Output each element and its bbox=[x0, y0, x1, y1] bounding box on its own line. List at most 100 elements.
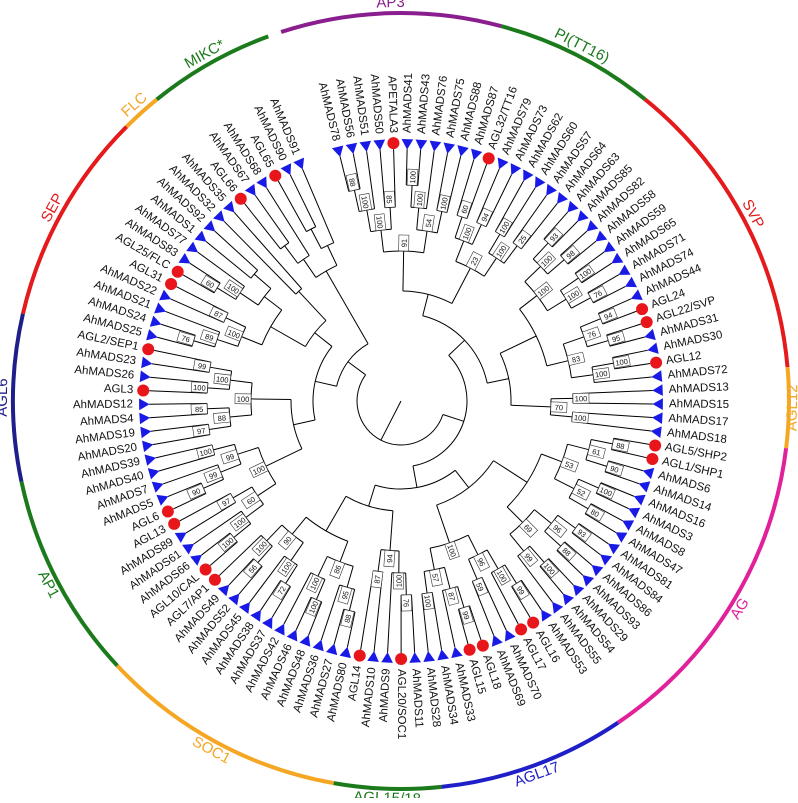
svg-text:85: 85 bbox=[195, 405, 204, 414]
branch-segment bbox=[550, 415, 572, 417]
branch-segment bbox=[613, 350, 648, 357]
peanut-gene-marker bbox=[494, 158, 509, 172]
svg-text:88: 88 bbox=[217, 413, 226, 423]
svg-text:99: 99 bbox=[197, 361, 207, 371]
peanut-gene-marker bbox=[186, 242, 201, 258]
branch-segment bbox=[154, 350, 211, 362]
reference-gene-marker bbox=[483, 152, 495, 164]
branch-segment bbox=[412, 595, 415, 653]
branch-segment bbox=[266, 449, 302, 466]
reference-gene-marker bbox=[527, 617, 539, 629]
branch-segment bbox=[541, 454, 562, 462]
peanut-gene-marker bbox=[326, 642, 340, 655]
reference-gene-marker bbox=[172, 266, 184, 278]
peanut-gene-marker bbox=[239, 599, 255, 614]
peanut-gene-marker bbox=[652, 398, 663, 410]
peanut-gene-marker bbox=[373, 140, 386, 151]
branch-segment bbox=[206, 241, 251, 278]
branch-segment bbox=[251, 399, 291, 400]
peanut-gene-marker bbox=[139, 412, 150, 424]
peanut-gene-marker bbox=[612, 527, 627, 542]
bootstrap-value: 89 bbox=[200, 330, 218, 345]
branch-segment bbox=[161, 324, 195, 335]
reference-gene-marker bbox=[200, 563, 212, 575]
peanut-gene-marker bbox=[256, 176, 271, 191]
peanut-gene-marker bbox=[346, 143, 359, 155]
reference-gene-marker bbox=[209, 574, 221, 586]
branch-segment bbox=[567, 444, 588, 450]
branch-segment bbox=[257, 484, 275, 496]
peanut-gene-marker bbox=[619, 515, 634, 530]
peanut-gene-marker bbox=[422, 650, 435, 662]
bootstrap-value: 100 bbox=[492, 242, 509, 261]
clade-label: AGL15/18 bbox=[353, 789, 421, 798]
peanut-gene-marker bbox=[182, 539, 197, 555]
peanut-gene-marker bbox=[287, 627, 302, 641]
clade-label: AGL12 bbox=[784, 384, 798, 431]
bootstrap-value: 59 bbox=[473, 577, 488, 596]
branch-segment bbox=[315, 381, 336, 386]
peanut-gene-marker bbox=[442, 143, 455, 155]
branch-segment bbox=[334, 609, 344, 644]
peanut-gene-marker bbox=[552, 192, 568, 207]
branch-segment bbox=[504, 188, 535, 237]
bootstrap-value: 100 bbox=[407, 169, 418, 185]
branch-segment bbox=[234, 212, 302, 288]
root-branch bbox=[381, 401, 401, 440]
branch-segment bbox=[294, 420, 315, 425]
peanut-gene-marker bbox=[600, 241, 615, 257]
branch-segment bbox=[311, 229, 321, 248]
peanut-gene-marker bbox=[637, 478, 651, 492]
clade-label: AG bbox=[727, 595, 753, 622]
peanut-gene-marker bbox=[628, 289, 642, 304]
leaf-label: AhMADS43 bbox=[416, 73, 433, 134]
leaf-label: AGL14 bbox=[346, 664, 364, 702]
peanut-gene-marker bbox=[195, 231, 210, 247]
peanut-gene-marker bbox=[643, 329, 656, 343]
bootstrap-value: 93 bbox=[573, 524, 592, 542]
clade-label: AGL6 bbox=[0, 378, 11, 417]
branch-segment bbox=[424, 231, 427, 253]
branch-segment bbox=[418, 150, 421, 186]
bootstrap-value: 53 bbox=[560, 457, 579, 472]
peanut-gene-marker bbox=[148, 465, 161, 479]
clade-arc bbox=[13, 314, 23, 482]
peanut-gene-marker bbox=[588, 561, 604, 577]
peanut-gene-marker bbox=[340, 645, 354, 658]
branch-segment bbox=[381, 230, 384, 252]
peanut-gene-marker bbox=[488, 633, 503, 647]
peanut-gene-marker bbox=[468, 149, 482, 162]
svg-text:100: 100 bbox=[408, 171, 418, 184]
branch-segment bbox=[299, 291, 326, 320]
branch-segment bbox=[241, 337, 261, 345]
svg-text:100: 100 bbox=[216, 374, 230, 384]
bootstrap-value: 95 bbox=[338, 586, 352, 604]
bootstrap-value: 90 bbox=[187, 484, 206, 500]
peanut-gene-marker bbox=[506, 163, 521, 177]
branch-segment bbox=[292, 517, 306, 534]
branch-segment bbox=[432, 592, 441, 649]
bootstrap-value: 100 bbox=[564, 287, 583, 304]
branch-segment bbox=[226, 318, 246, 327]
bootstrap-value: 99 bbox=[512, 581, 529, 600]
bootstrap-value: 97 bbox=[217, 494, 236, 511]
branch-segment bbox=[348, 362, 366, 375]
branch-segment bbox=[186, 502, 235, 532]
branch-segment bbox=[321, 585, 339, 640]
branch-segment bbox=[340, 156, 349, 191]
peanut-gene-marker bbox=[150, 316, 163, 330]
branch-segment bbox=[592, 363, 614, 367]
peanut-gene-marker bbox=[250, 607, 266, 622]
bootstrap-value: 85 bbox=[384, 191, 395, 208]
branch-segment bbox=[271, 327, 306, 347]
svg-text:70: 70 bbox=[555, 403, 564, 412]
peanut-gene-marker bbox=[592, 230, 607, 246]
branch-segment bbox=[326, 271, 368, 344]
bootstrap-value: 97 bbox=[193, 425, 210, 437]
peanut-gene-marker bbox=[245, 184, 261, 199]
peanut-gene-marker bbox=[139, 398, 150, 410]
svg-text:100: 100 bbox=[574, 413, 587, 423]
peanut-gene-marker bbox=[141, 357, 153, 370]
branch-segment bbox=[547, 361, 568, 366]
peanut-gene-marker bbox=[530, 176, 545, 191]
